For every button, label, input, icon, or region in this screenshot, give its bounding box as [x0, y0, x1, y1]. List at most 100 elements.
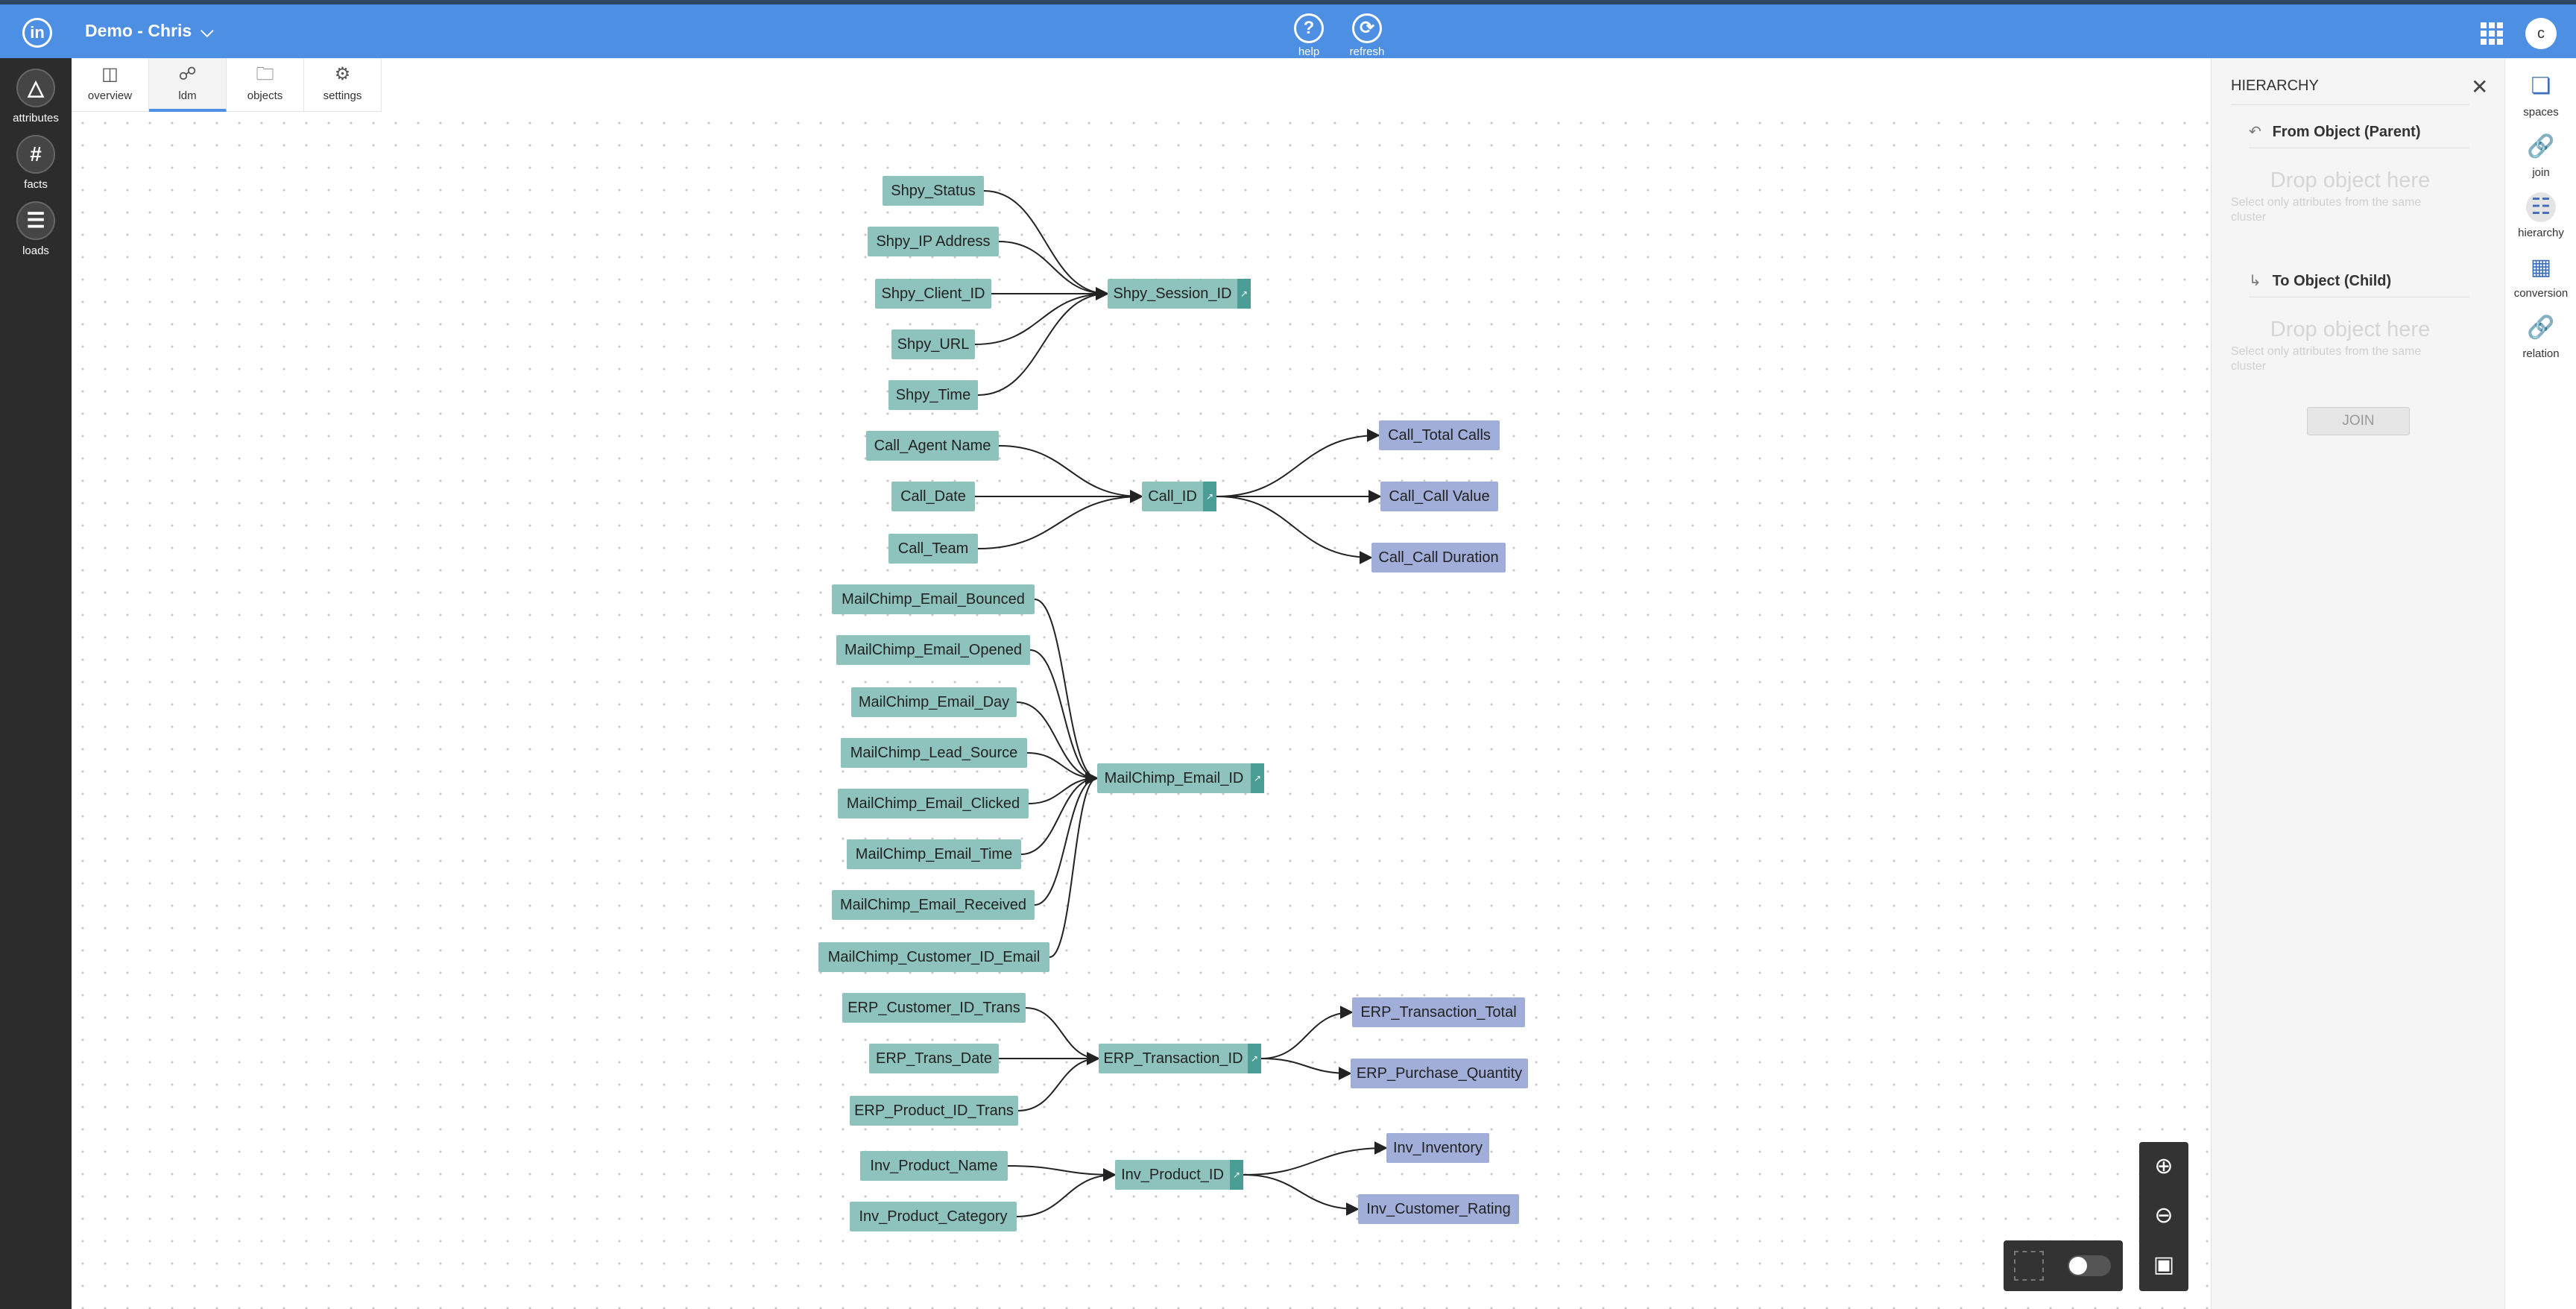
attribute-node[interactable]: Shpy_Status: [883, 176, 984, 206]
user-avatar[interactable]: c: [2525, 18, 2557, 49]
tab-settings[interactable]: ⚙ settings: [304, 58, 382, 112]
from-drop-zone[interactable]: Drop object here: [2270, 168, 2431, 192]
tab-objects[interactable]: 🗀 objects: [227, 58, 304, 112]
node-label: Inv_Product_Category: [859, 1208, 1008, 1225]
attribute-node[interactable]: Shpy_IP Address: [868, 227, 999, 256]
attribute-node[interactable]: MailChimp_Lead_Source: [841, 738, 1027, 768]
fact-node[interactable]: Inv_Customer_Rating: [1358, 1194, 1519, 1224]
mode-toggle[interactable]: [2068, 1255, 2111, 1276]
to-drop-zone[interactable]: Drop object here: [2270, 318, 2431, 341]
fact-node[interactable]: Call_Call Duration: [1371, 543, 1506, 573]
close-icon[interactable]: ✕: [2471, 75, 2489, 98]
refresh-icon: ⟳: [1352, 13, 1382, 43]
help-button[interactable]: ? help: [1279, 13, 1339, 58]
link-handle-icon[interactable]: ↗: [1237, 279, 1251, 309]
app-logo-icon[interactable]: in: [22, 18, 52, 48]
node-label: ERP_Product_ID_Trans: [854, 1103, 1014, 1119]
view-tabs: ◫ overview ☍ ldm 🗀 objects ⚙ settings: [72, 58, 382, 112]
to-drop-hint: Select only attributes from the same clu…: [2231, 345, 2422, 373]
node-label: Call_Agent Name: [874, 438, 991, 454]
tab-overview[interactable]: ◫ overview: [72, 58, 149, 112]
zoom-controls: ⊕ ⊖ ▣: [2139, 1142, 2188, 1291]
node-label: Inv_Product_ID: [1121, 1167, 1224, 1183]
node-label: Inv_Product_Name: [870, 1158, 998, 1174]
tool-hierarchy[interactable]: ☷ hierarchy: [2505, 192, 2576, 239]
primary-key-node[interactable]: Inv_Product_ID ↗: [1115, 1160, 1243, 1190]
attribute-node[interactable]: ERP_Trans_Date: [869, 1044, 999, 1073]
link-handle-icon[interactable]: ↗: [1248, 1044, 1261, 1073]
chevron-down-icon: ⌵: [201, 21, 214, 40]
sidebar-item-attributes[interactable]: △ attributes: [0, 69, 72, 124]
node-label: Shpy_Session_ID: [1113, 286, 1232, 302]
primary-key-node[interactable]: MailChimp_Email_ID↗: [1097, 763, 1264, 793]
tab-label: objects: [247, 89, 283, 102]
node-label: ERP_Purchase_Quantity: [1356, 1065, 1523, 1082]
top-bar: in Demo - Chris ⌵ ? help ⟳ refresh c: [0, 0, 2576, 58]
join-button[interactable]: JOIN: [2307, 407, 2410, 435]
sidebar-item-facts[interactable]: # facts: [0, 135, 72, 191]
attribute-node[interactable]: Shpy_Time: [888, 380, 978, 410]
refresh-button[interactable]: ⟳ refresh: [1337, 13, 1397, 58]
node-label: MailChimp_Email_Clicked: [846, 795, 1020, 812]
folder-icon: 🗀: [256, 64, 274, 84]
primary-key-node[interactable]: ERP_Transaction_ID↗: [1099, 1044, 1261, 1073]
attribute-node[interactable]: Call_Date: [891, 482, 975, 511]
fact-node[interactable]: ERP_Transaction_Total: [1352, 997, 1525, 1027]
sidebar-item-loads[interactable]: ☰ loads: [0, 201, 72, 257]
from-drop-hint: Select only attributes from the same clu…: [2231, 196, 2422, 224]
tool-join[interactable]: 🔗 join: [2505, 132, 2576, 179]
fact-node[interactable]: ERP_Purchase_Quantity: [1351, 1059, 1528, 1088]
apps-grid-icon[interactable]: [2481, 22, 2503, 45]
node-label: MailChimp_Email_Received: [839, 897, 1027, 913]
attribute-node[interactable]: MailChimp_Email_Bounced: [832, 584, 1035, 614]
node-label: Shpy_URL: [897, 336, 970, 353]
tab-ldm[interactable]: ☍ ldm: [149, 58, 227, 112]
parent-object-icon: ↶: [2249, 124, 2261, 140]
zoom-out-icon[interactable]: ⊖: [2154, 1203, 2174, 1228]
node-label: Call_Call Value: [1389, 488, 1490, 505]
tab-label: settings: [323, 89, 362, 102]
attribute-node[interactable]: ERP_Product_ID_Trans: [850, 1096, 1018, 1126]
gear-icon: ⚙: [334, 64, 351, 84]
attribute-node[interactable]: Shpy_URL: [891, 329, 975, 359]
fact-node[interactable]: Call_Total Calls: [1379, 420, 1500, 450]
attribute-node[interactable]: Inv_Product_Category: [850, 1202, 1017, 1231]
node-label: Call_Total Calls: [1388, 427, 1491, 444]
tool-spaces[interactable]: ❏ spaces: [2505, 72, 2576, 119]
tool-conversion[interactable]: ▦ conversion: [2505, 253, 2576, 300]
node-label: Inv_Customer_Rating: [1366, 1201, 1511, 1217]
primary-key-node[interactable]: Call_ID↗: [1142, 482, 1216, 511]
node-label: ERP_Customer_ID_Trans: [847, 1000, 1020, 1016]
primary-key-node[interactable]: Shpy_Session_ID ↗: [1108, 279, 1251, 309]
attribute-node[interactable]: MailChimp_Email_Day: [851, 687, 1017, 717]
workspace-switcher[interactable]: Demo - Chris ⌵: [85, 21, 214, 41]
attribute-node[interactable]: Shpy_Client_ID: [875, 279, 991, 309]
panel-title: HIERARCHY: [2231, 78, 2319, 94]
zoom-in-icon[interactable]: ⊕: [2154, 1154, 2174, 1179]
fact-node[interactable]: Call_Call Value: [1380, 482, 1498, 511]
tool-label: join: [2532, 166, 2550, 179]
sidebar-item-label: loads: [22, 245, 49, 257]
attribute-node[interactable]: Call_Team: [888, 534, 978, 564]
attribute-node[interactable]: ERP_Customer_ID_Trans: [842, 993, 1026, 1023]
fit-selection-icon[interactable]: [2014, 1251, 2044, 1281]
attribute-node[interactable]: MailChimp_Email_Received: [832, 890, 1035, 920]
attribute-node[interactable]: MailChimp_Email_Clicked: [838, 789, 1029, 818]
node-label: Shpy_IP Address: [876, 233, 991, 250]
refresh-label: refresh: [1349, 45, 1385, 58]
link-handle-icon[interactable]: ↗: [1230, 1160, 1243, 1190]
attribute-node[interactable]: MailChimp_Customer_ID_Email: [818, 942, 1049, 972]
tool-relation[interactable]: 🔗 relation: [2505, 313, 2576, 360]
fit-screen-icon[interactable]: ▣: [2153, 1252, 2175, 1277]
right-tool-strip: ❏ spaces 🔗 join ☷ hierarchy ▦ conversion…: [2504, 58, 2576, 1309]
attribute-node[interactable]: Inv_Product_Name: [860, 1151, 1008, 1181]
attribute-node[interactable]: MailChimp_Email_Opened: [836, 635, 1030, 665]
sidebar-item-label: attributes: [13, 112, 59, 124]
link-handle-icon[interactable]: ↗: [1203, 482, 1216, 511]
attribute-node[interactable]: Call_Agent Name: [866, 431, 999, 461]
ldm-canvas[interactable]: [72, 112, 2211, 1309]
link-handle-icon[interactable]: ↗: [1251, 763, 1264, 793]
to-object-heading: ↳ To Object (Child): [2249, 271, 2391, 290]
attribute-node[interactable]: MailChimp_Email_Time: [847, 839, 1021, 869]
fact-node[interactable]: Inv_Inventory: [1386, 1133, 1489, 1163]
